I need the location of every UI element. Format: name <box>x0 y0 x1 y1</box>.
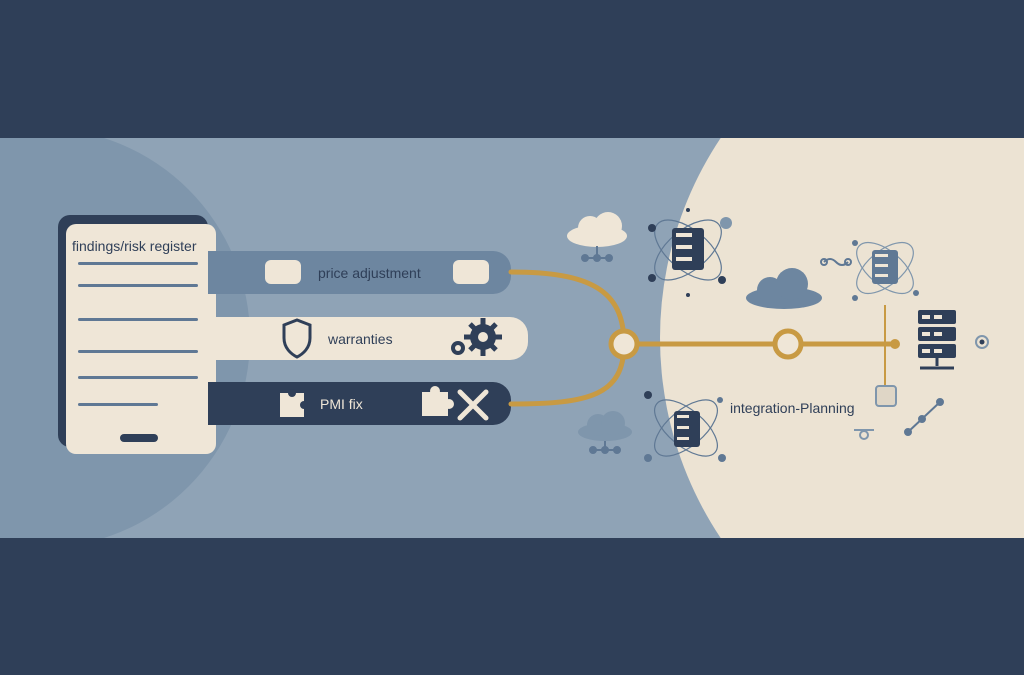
register-line <box>78 350 198 353</box>
gold-connectors <box>508 269 895 407</box>
register-line <box>78 284 198 287</box>
puzzle-icon <box>280 389 308 417</box>
price-adjustment-label: price adjustment <box>318 265 421 281</box>
target-icon <box>975 335 989 349</box>
register-line <box>78 262 198 265</box>
diagram-stage: findings/risk register price adjustment … <box>0 138 1024 538</box>
connector-top <box>508 269 627 347</box>
server-icon <box>852 240 919 301</box>
endpoint-node-icon <box>890 339 900 349</box>
shield-icon <box>282 318 312 359</box>
price-adjustment-chip-left <box>265 260 301 284</box>
cloud-icon <box>746 268 822 309</box>
server-icon <box>644 391 726 462</box>
cloud-icon <box>578 411 632 441</box>
server-icon <box>648 208 732 297</box>
pmi-fix-label: PMI fix <box>320 396 363 412</box>
server-icon <box>918 310 956 370</box>
drone-icon <box>854 429 874 440</box>
link-chain-icon <box>904 398 944 436</box>
gears-icon <box>451 318 502 356</box>
integration-planning-label: integration-Planning <box>730 400 855 416</box>
register-handle <box>120 434 158 442</box>
register-line <box>78 376 198 379</box>
tools-icon <box>457 389 489 421</box>
right-backdrop-circle <box>660 138 1024 538</box>
cloud-network-icon <box>581 246 613 262</box>
midpoint-node-icon <box>772 328 804 360</box>
cloud-network-icon <box>589 441 621 454</box>
price-adjustment-chip-right <box>453 260 489 284</box>
drone-icon <box>820 258 852 266</box>
top-band <box>0 0 1024 138</box>
junction-node-icon <box>608 328 640 360</box>
connector-bottom <box>508 341 627 407</box>
register-line <box>78 318 198 321</box>
cloud-icon <box>567 212 627 247</box>
register-title: findings/risk register <box>72 238 197 254</box>
warranties-label: warranties <box>328 331 393 347</box>
puzzle-icon <box>422 386 454 416</box>
target-dot <box>979 339 985 345</box>
bottom-band <box>0 538 1024 675</box>
register-line <box>78 403 158 406</box>
checkbox-icon <box>875 385 897 407</box>
